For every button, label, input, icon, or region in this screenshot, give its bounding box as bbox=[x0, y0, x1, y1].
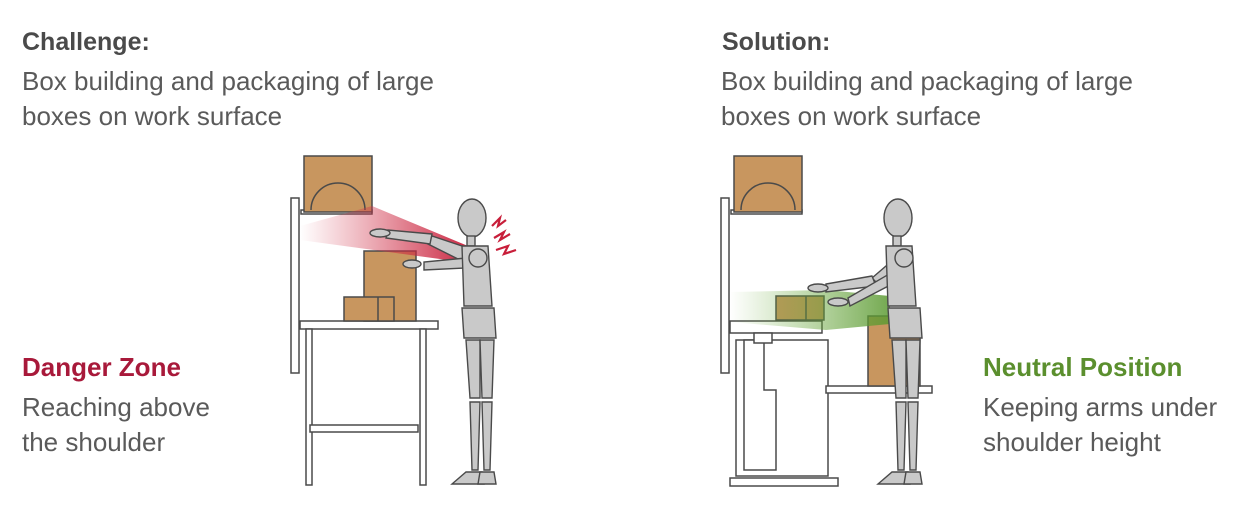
challenge-mannequin bbox=[369, 198, 497, 485]
top-box bbox=[733, 155, 803, 213]
work-table-top bbox=[299, 320, 439, 330]
top-box bbox=[303, 155, 373, 213]
danger-zone-title: Danger Zone bbox=[22, 352, 181, 382]
challenge-workstation bbox=[290, 155, 439, 486]
mannequin-head bbox=[457, 198, 487, 238]
small-box bbox=[343, 296, 395, 322]
danger-zone-description: Reaching above the shoulder bbox=[22, 392, 210, 457]
mannequin-head bbox=[883, 198, 913, 238]
challenge-heading: Challenge: bbox=[22, 28, 150, 56]
upright-post bbox=[290, 197, 300, 374]
neutral-position-title: Neutral Position bbox=[983, 352, 1183, 382]
solution-description: Box building and packaging of large boxe… bbox=[721, 66, 1133, 131]
solution-heading: Solution: bbox=[722, 28, 831, 56]
table-crossbar bbox=[309, 424, 419, 433]
challenge-description: Box building and packaging of large boxe… bbox=[22, 66, 434, 131]
table-leg bbox=[419, 328, 427, 486]
table-leg bbox=[305, 328, 313, 486]
upright-post bbox=[720, 197, 730, 374]
base-foot bbox=[729, 477, 839, 487]
solution-mannequin bbox=[807, 198, 923, 485]
neutral-position-description: Keeping arms under shoulder height bbox=[983, 392, 1218, 457]
pain-indicator-icon bbox=[491, 214, 517, 256]
